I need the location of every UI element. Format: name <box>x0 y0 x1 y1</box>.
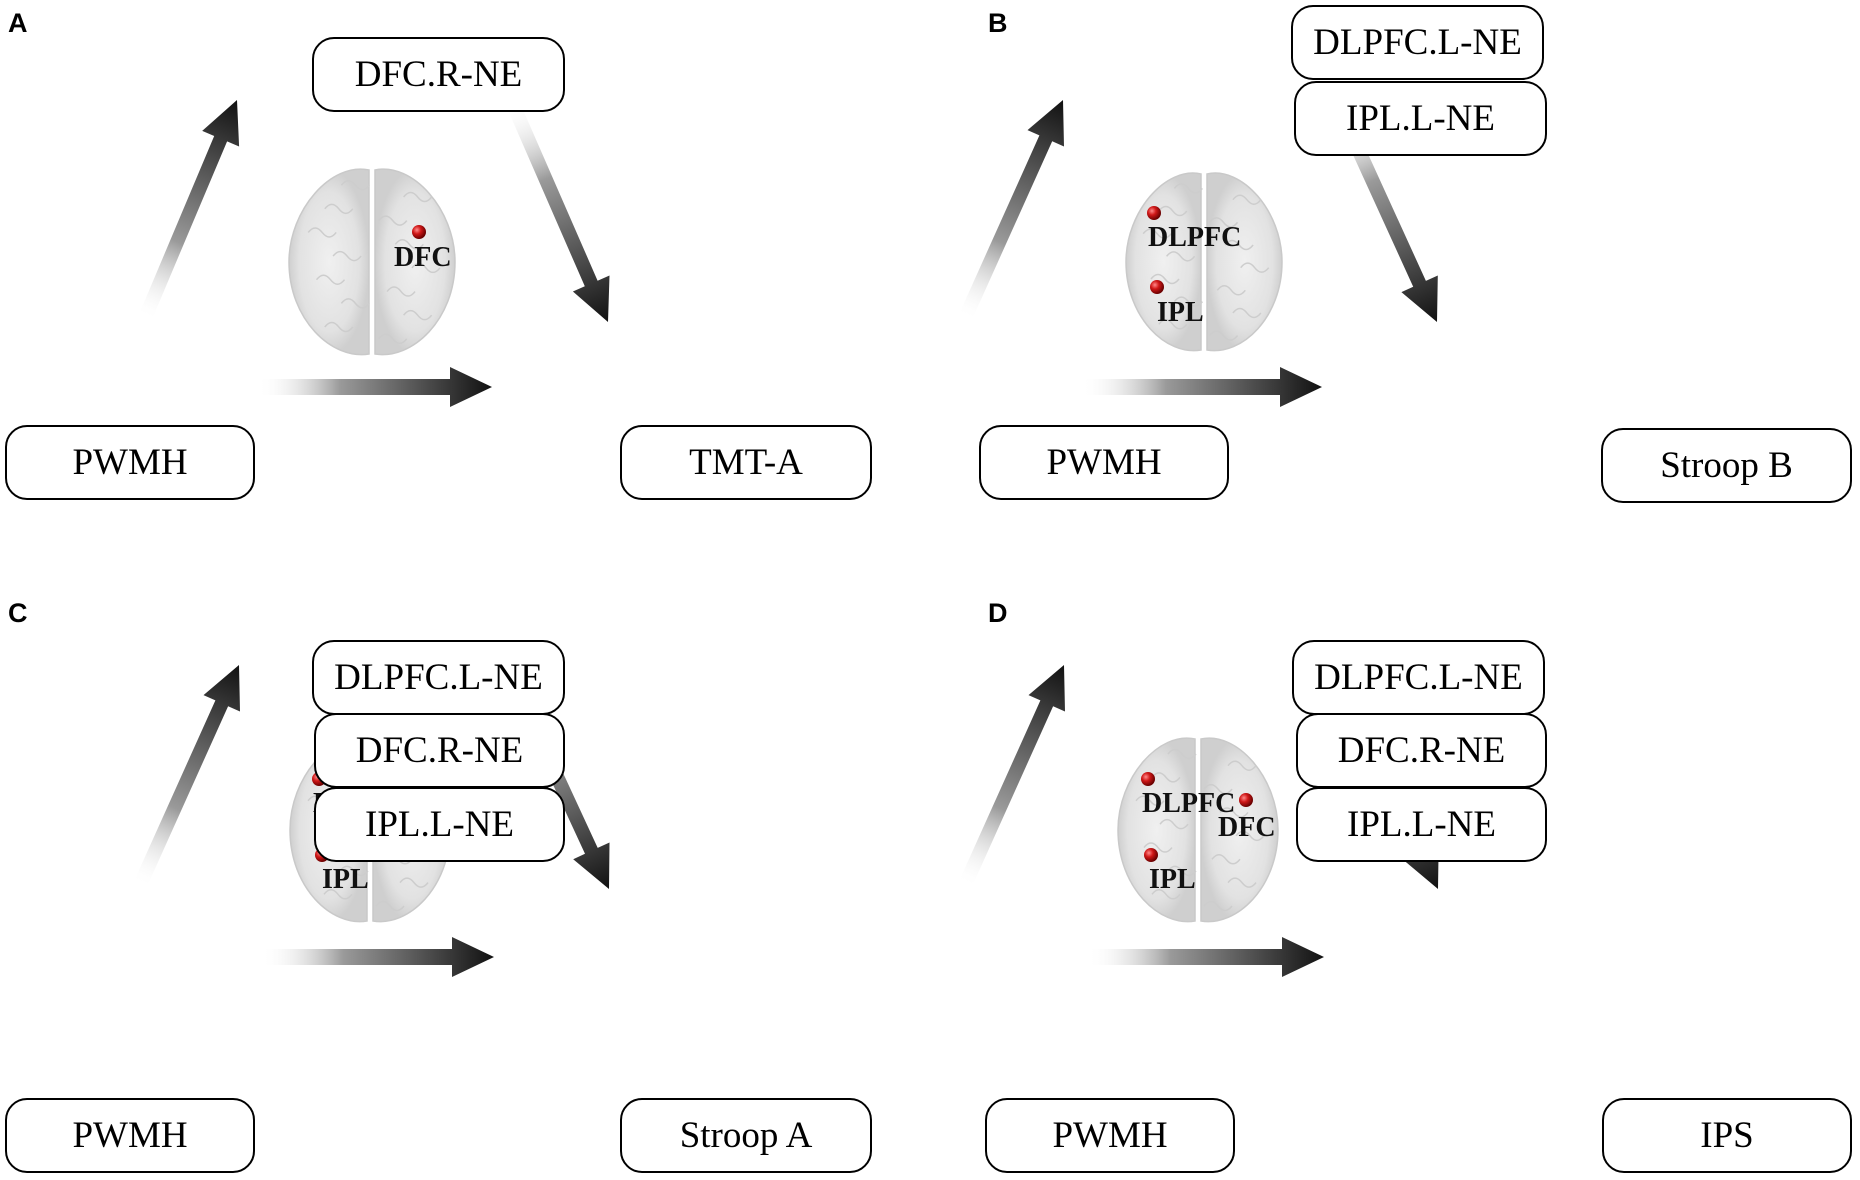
arrow-c-path <box>1082 367 1322 407</box>
brain-image <box>1125 172 1283 352</box>
region-marker <box>1141 772 1155 786</box>
arrow-a-path <box>958 665 1065 888</box>
mediator-box: DLPFC.L-NE <box>312 640 565 715</box>
arrow-b-path <box>1331 102 1438 322</box>
region-label: DFC <box>394 242 452 273</box>
panel-c: C DLPFC.L-NE DFC.R-NE IPL.L-NE PWMH Stro… <box>0 590 930 1180</box>
region-marker <box>412 225 426 239</box>
brain-image <box>288 168 456 356</box>
mediator-box: DLPFC.L-NE <box>1292 640 1545 715</box>
region-label: DFC <box>1218 812 1276 843</box>
arrow-c-path <box>1088 937 1324 977</box>
brain-image <box>1117 737 1279 923</box>
mediator-box: IPL.L-NE <box>1296 787 1547 862</box>
mediator-box: DFC.R-NE <box>312 37 565 112</box>
region-label: IPL <box>1149 864 1196 895</box>
mediator-box: DFC.R-NE <box>1296 713 1547 788</box>
panel-letter: B <box>988 8 1008 38</box>
arrow-b-path <box>505 99 610 322</box>
predictor-box: PWMH <box>5 425 255 500</box>
panel-b: B DLPFC.L-NE IPL.L-NE PWMH Stroop B <box>979 0 1860 590</box>
region-label: DLPFC <box>1148 222 1241 253</box>
outcome-box: Stroop B <box>1601 428 1852 503</box>
panel-letter: D <box>988 598 1008 628</box>
arrow-a-path <box>958 100 1064 321</box>
mediator-box: DLPFC.L-NE <box>1291 5 1544 80</box>
arrow-a-path <box>138 100 240 321</box>
mediator-box: IPL.L-NE <box>314 787 565 862</box>
outcome-box: IPS <box>1602 1098 1852 1173</box>
region-label: DLPFC <box>1142 788 1235 819</box>
predictor-box: PWMH <box>985 1098 1235 1173</box>
arrow-c-path <box>258 367 492 407</box>
region-marker <box>1147 206 1161 220</box>
predictor-box: PWMH <box>5 1098 255 1173</box>
arrow-a-path <box>133 665 240 888</box>
predictor-box: PWMH <box>979 425 1229 500</box>
outcome-box: TMT-A <box>620 425 872 500</box>
mediator-box: IPL.L-NE <box>1294 81 1547 156</box>
panel-letter: A <box>8 8 28 38</box>
panel-letter: C <box>8 598 28 628</box>
arrow-c-path <box>262 937 494 977</box>
mediator-box: DFC.R-NE <box>314 713 565 788</box>
region-marker <box>1144 848 1158 862</box>
outcome-box: Stroop A <box>620 1098 872 1173</box>
panel-d: D DLPFC.L-NE DFC.R-NE IPL.L-NE PWMH IPS <box>980 590 1860 1180</box>
region-marker <box>1239 793 1253 807</box>
panel-a: A DFC.R-NE PWMH TMT-A <box>0 0 930 590</box>
region-label: IPL <box>322 864 369 895</box>
region-marker <box>1150 280 1164 294</box>
region-label: IPL <box>1157 297 1204 328</box>
